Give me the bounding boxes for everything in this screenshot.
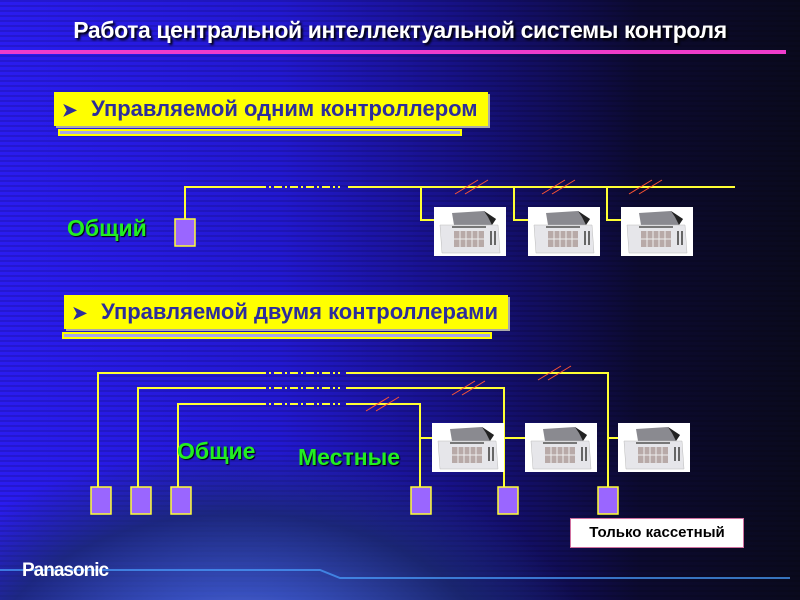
panasonic-logo: Panasonic: [22, 560, 109, 581]
cassette-unit: [617, 422, 691, 473]
label-local: Местные: [298, 444, 401, 470]
heading-single-controller: ➤ Управляемой одним контроллером: [54, 92, 488, 126]
arrow-bullet-icon: ➤: [72, 303, 88, 323]
cassette-unit: [620, 206, 694, 257]
decorative-glow-line: [0, 569, 790, 579]
cassette-only-note: Только кассетный: [570, 518, 744, 548]
heading-text: Управляемой двумя контроллерами: [101, 299, 498, 324]
cassette-unit: [433, 206, 507, 257]
cassette-unit: [527, 206, 601, 257]
bus-wire: [184, 186, 258, 220]
title-divider: [0, 50, 786, 54]
arrow-bullet-icon: ➤: [62, 100, 78, 120]
label-common-single: Общий: [67, 215, 147, 241]
cassette-unit: [431, 422, 505, 473]
label-common: Общие: [177, 438, 256, 464]
heading-shadow: [62, 332, 492, 339]
cut-marks: [365, 179, 663, 412]
heading-text: Управляемой одним контроллером: [91, 96, 478, 121]
heading-two-controllers: ➤ Управляемой двумя контроллерами: [64, 295, 508, 329]
cassette-unit: [524, 422, 598, 473]
heading-shadow: [58, 129, 462, 136]
slide-title: Работа центральной интеллектуальной сист…: [73, 17, 727, 43]
controllers: [90, 218, 619, 515]
